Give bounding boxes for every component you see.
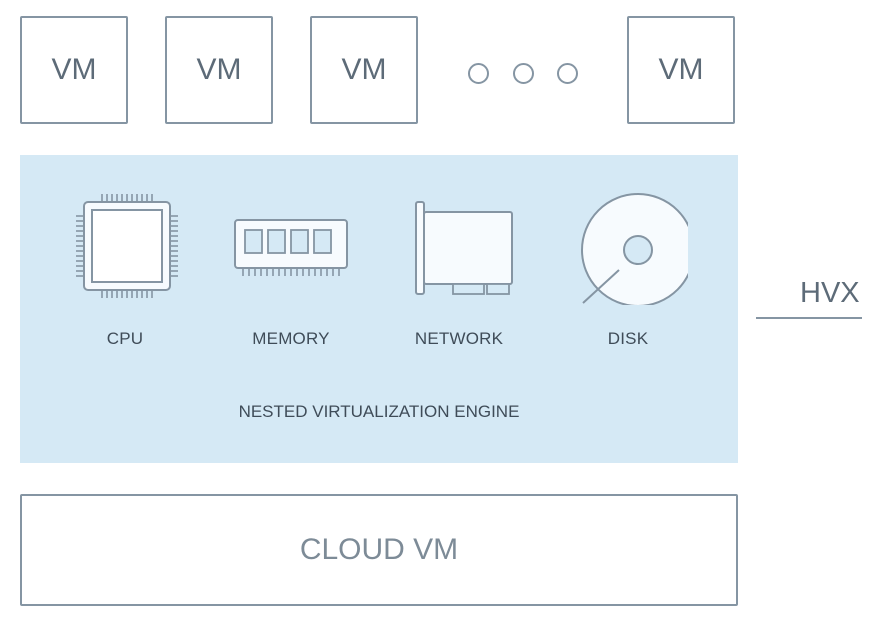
ellipsis-dot xyxy=(557,62,578,84)
engine-caption: NESTED VIRTUALIZATION ENGINE xyxy=(238,402,520,421)
nested-virtualization-engine: CPU MEMORY xyxy=(20,155,738,463)
memory-module-icon xyxy=(234,219,348,276)
vm-label: VM xyxy=(51,53,97,86)
vm-label: VM xyxy=(341,53,387,86)
network-card-icon xyxy=(415,201,513,295)
vm-label: VM xyxy=(196,53,242,86)
cloud-vm-box: CLOUD VM xyxy=(20,494,738,606)
hvx-label: HVX xyxy=(800,277,860,309)
more-vms-ellipsis xyxy=(468,58,578,88)
memory-component xyxy=(221,190,361,305)
ellipsis-dot xyxy=(468,62,489,84)
ellipsis-dot xyxy=(512,62,534,84)
disk-icon xyxy=(581,193,688,305)
vm-box: VM xyxy=(165,16,273,124)
cpu-label: CPU xyxy=(106,329,144,348)
vm-box: VM xyxy=(20,16,128,124)
memory-label: MEMORY xyxy=(252,329,330,348)
disk-label: DISK xyxy=(607,329,649,348)
network-component xyxy=(389,190,529,305)
hvx-underline xyxy=(756,317,862,319)
network-label: NETWORK xyxy=(414,329,504,348)
vm-box: VM xyxy=(627,16,735,124)
vm-label: VM xyxy=(658,53,704,86)
vm-box: VM xyxy=(310,16,418,124)
cpu-component xyxy=(55,190,195,305)
cloud-vm-label: CLOUD VM xyxy=(299,533,459,566)
cpu-chip-icon xyxy=(76,194,178,298)
disk-component xyxy=(558,190,698,305)
